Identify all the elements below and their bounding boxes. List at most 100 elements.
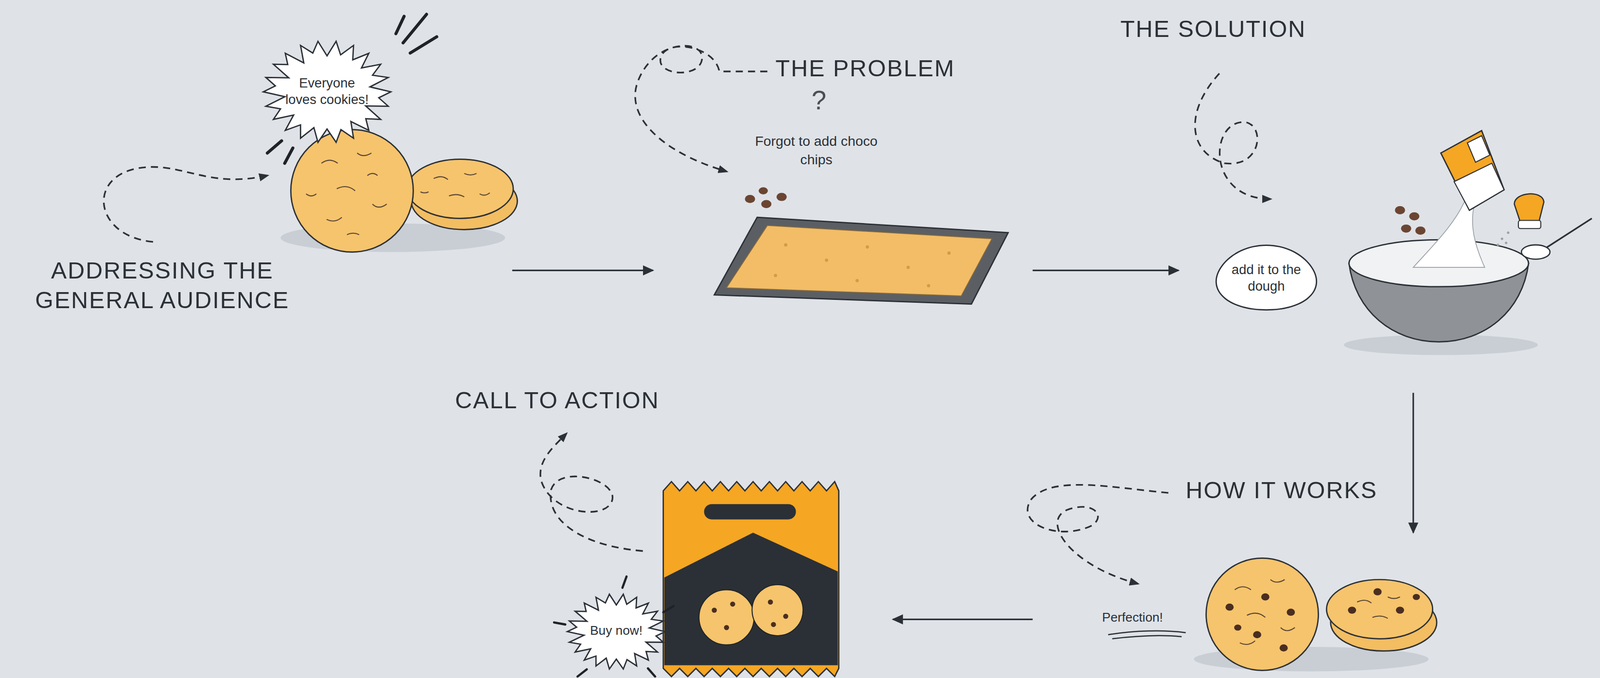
bag-cookie [751,584,803,636]
choco-chip [1286,608,1295,616]
choco-chips [711,599,788,630]
bubble-shape [1216,245,1317,311]
choco-chip [782,613,788,619]
dashed-pointer [103,166,268,242]
salt-shaker [1514,193,1545,223]
spoon [1521,244,1550,260]
flow-arrow [1032,269,1179,272]
choco-chip [1395,606,1405,614]
grain [1507,231,1510,234]
spark [402,14,427,43]
flow-arrow [1412,392,1414,533]
grain [1500,237,1504,241]
dashed-pointer [635,45,768,172]
choco-chip [1408,212,1420,221]
spark [267,140,282,154]
flow-arrow [512,269,654,272]
cookie [407,159,514,219]
bubble-outline [1214,244,1319,313]
dot [926,283,931,288]
bubble-text: add it to the dough [1223,261,1309,296]
bag-handle-slot [704,504,797,520]
cookie-cracks [1234,579,1400,645]
dot [865,245,870,249]
choco-chip [758,187,768,195]
bag-label-band [664,532,838,666]
spark [577,669,587,677]
spark [647,668,656,677]
result-note: Perfection! [1101,609,1184,626]
choco-chip [767,599,773,605]
crack [1234,579,1400,645]
stage-group: THE SOLUTIONadd it to the dough [1178,10,1592,393]
crack [420,173,490,197]
bubble-text: Buy now! [575,623,658,640]
choco-chip [1252,631,1262,639]
spark [410,36,437,54]
stage-group: HOW IT WORKSPerfection! [1032,532,1593,671]
stage-heading: ADDRESSING THE GENERAL AUDIENCE [25,256,299,317]
question-mark: ? [801,85,837,115]
choco-chips [1225,588,1420,652]
choco-chip [1373,588,1382,596]
dough-sheet [726,225,992,296]
flour-box-window [1467,135,1490,163]
stage-heading: CALL TO ACTION [454,386,731,416]
choco-chip [1412,593,1421,601]
salt-shaker-base [1518,220,1541,229]
stage-heading: THE SOLUTION [1120,15,1376,44]
salt-grains [1496,231,1510,246]
stage-heading: THE PROBLEM [775,54,1021,84]
speech-bubble: add it to the dough [1214,244,1319,313]
flow-arrow [892,618,1033,621]
spark [284,147,294,163]
choco-chip [770,622,776,627]
spoon-handle [1546,218,1592,248]
underline-scribble [1108,630,1186,639]
baking-tray [714,217,1009,304]
choco-chip [761,199,772,209]
dot [783,243,788,247]
dot [906,265,910,270]
choco-chip [1347,606,1357,614]
choco-chip [730,601,735,607]
dashed-pointer [1195,73,1271,199]
choco-chip [745,194,756,204]
dot [947,251,951,255]
starburst-bubble: Everyone loves cookies! [263,40,391,143]
starburst-bubble: Buy now! [567,593,666,670]
choco-chip [711,607,717,613]
spark [663,606,674,613]
choco-chip [1261,593,1270,601]
grain [1504,241,1508,244]
cookie [1206,557,1319,671]
bubble-text: Everyone loves cookies! [283,75,372,109]
cookie [290,129,414,253]
dot [824,258,829,262]
dashed-pointer [540,433,644,551]
bubble-shape [567,594,666,670]
grain [1496,243,1500,246]
choco-chip [1394,206,1406,215]
dashed-pointer [1027,485,1169,584]
flour-box [1440,130,1504,211]
crack [306,153,387,235]
stage-group: ADDRESSING THE GENERAL AUDIENCE Everyone … [20,25,513,316]
choco-chip [1234,624,1242,631]
choco-chip [1225,603,1234,611]
spark [396,16,405,35]
flour-box-spout [1454,163,1505,211]
choco-chip [1279,644,1288,652]
cookie [1326,579,1433,640]
cookie-bag [663,481,839,677]
problem-note: Forgot to add choco chips [752,132,880,169]
choco-chip [724,625,730,630]
spark [554,622,566,625]
spark [622,576,627,588]
choco-chips [745,187,787,209]
dot [855,278,859,283]
bag-cookie [698,590,754,645]
choco-chip [1401,224,1412,233]
